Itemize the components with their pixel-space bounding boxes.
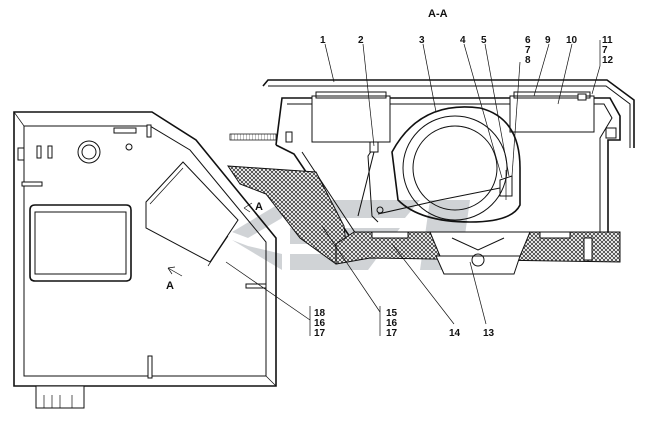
leader-lines (225, 40, 601, 336)
callout-6: 6 (525, 35, 531, 46)
callout-16-second: 16 (314, 318, 326, 329)
callout-5: 5 (481, 35, 487, 46)
callout-14: 14 (449, 328, 461, 339)
section-title: А-А (428, 8, 448, 20)
callout-16: 16 (386, 318, 398, 329)
section-mark-left: А (166, 266, 183, 292)
callout-18: 18 (314, 308, 326, 319)
callout-labels: 1 2 3 4 5 6 7 8 9 10 11 7 12 13 14 15 16… (314, 35, 614, 339)
callout-8: 8 (525, 55, 531, 66)
callout-4: 4 (460, 35, 466, 46)
callout-9: 9 (545, 35, 551, 46)
section-mark-label-upper: А (255, 201, 263, 213)
callout-17: 17 (386, 328, 398, 339)
callout-12: 12 (602, 55, 614, 66)
callout-3: 3 (419, 35, 425, 46)
callout-17-second: 17 (314, 328, 326, 339)
cross-section-view (227, 79, 635, 275)
callout-11: 11 (602, 35, 613, 46)
section-mark-label-left: А (166, 280, 174, 292)
callout-2: 2 (358, 35, 364, 46)
section-mark-upper: А (243, 201, 263, 213)
callout-7: 7 (525, 45, 531, 56)
side-view-panel (13, 111, 277, 409)
callout-13: 13 (483, 328, 495, 339)
callout-1: 1 (320, 35, 326, 46)
callout-10: 10 (566, 35, 578, 46)
callout-7-second: 7 (602, 45, 608, 56)
callout-15: 15 (386, 308, 398, 319)
